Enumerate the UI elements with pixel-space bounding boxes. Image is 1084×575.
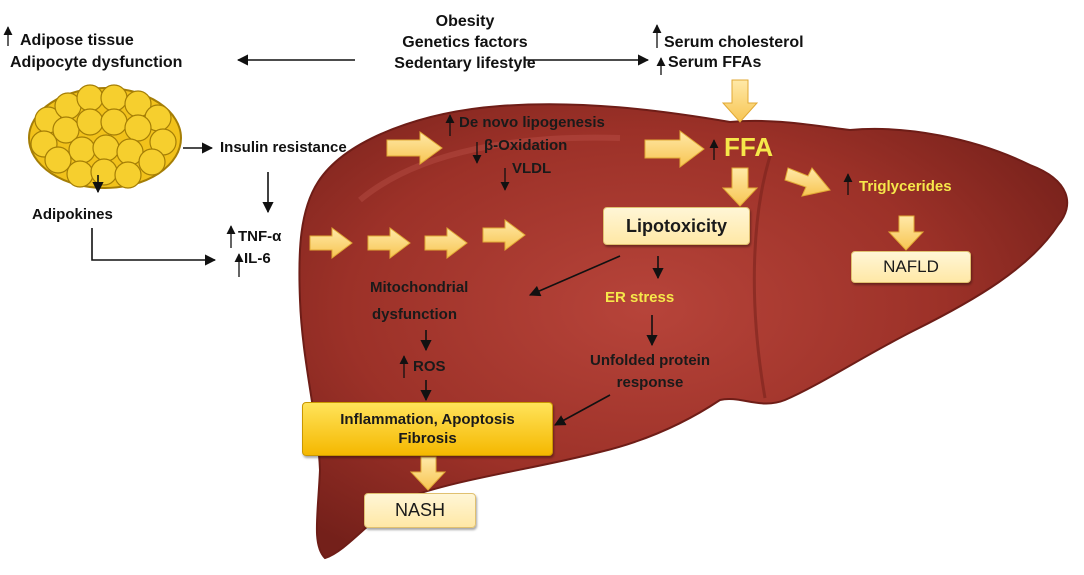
arrow-lipotox-to-mito	[528, 255, 621, 297]
block-arrow-ffa-to-lipotox	[721, 167, 759, 207]
lipotoxicity-box: Lipotoxicity	[603, 207, 750, 245]
inflammation-label-1: Inflammation, Apoptosis	[340, 410, 515, 428]
label-serum-ffas: Serum FFAs	[668, 54, 762, 71]
label-adipose-tissue: Adipose tissue	[20, 32, 134, 49]
label-de-novo-lipogenesis: De novo lipogenesis	[459, 114, 605, 131]
nafld-label: NAFLD	[883, 257, 939, 276]
label-tnf-alpha: TNF-α	[238, 228, 282, 245]
label-response: response	[616, 374, 684, 391]
block-arrow-serum-to-ffa	[721, 79, 759, 123]
block-arrow-tnf-3	[424, 227, 468, 259]
label-triglycerides: Triglycerides	[859, 178, 952, 195]
label-sedentary: Sedentary lifestyle	[394, 55, 536, 72]
block-arrow-to-ffa	[644, 130, 705, 168]
label-genetics: Genetics factors	[402, 34, 528, 51]
label-er-stress: ER stress	[605, 289, 675, 306]
arrow-upr-to-inflam	[554, 394, 611, 426]
label-beta-oxidation: β-Oxidation	[484, 137, 568, 154]
inflammation-label-2: Fibrosis	[398, 430, 457, 447]
label-dysfunction: dysfunction	[372, 306, 457, 323]
block-arrow-tnf-1	[309, 227, 353, 259]
nash-label: NASH	[394, 500, 445, 520]
label-serum-cholesterol: Serum cholesterol	[664, 34, 804, 51]
inflammation-box: Inflammation, Apoptosis Fibrosis	[302, 402, 553, 456]
arrow-adipokines-to-il6	[91, 228, 217, 266]
label-adipocyte-dysfunction: Adipocyte dysfunction	[10, 54, 183, 71]
block-arrow-inflam-to-nash	[409, 456, 447, 491]
label-vldl: VLDL	[512, 160, 552, 177]
block-arrow-tnf-4	[482, 219, 526, 251]
label-ffa: FFA	[724, 132, 774, 162]
block-arrow-insulin-to-liver	[386, 131, 443, 165]
lipotoxicity-label: Lipotoxicity	[625, 215, 727, 236]
block-arrow-tnf-2	[367, 227, 411, 259]
label-insulin-resistance: Insulin resistance	[220, 139, 347, 156]
label-unfolded-protein: Unfolded protein	[590, 352, 710, 369]
block-arrow-ffa-to-trig	[784, 167, 831, 197]
label-mitochondrial: Mitochondrial	[370, 279, 469, 296]
label-il6: IL-6	[244, 250, 271, 267]
label-obesity: Obesity	[435, 13, 495, 30]
liver-lobe-fissure	[752, 149, 774, 399]
nafld-box: NAFLD	[851, 251, 971, 283]
label-ros: ROS	[413, 358, 446, 375]
liver-shape	[298, 103, 1069, 560]
block-arrow-trig-to-nafld	[887, 215, 925, 251]
liver-highlight	[358, 134, 621, 203]
label-adipokines: Adipokines	[32, 206, 113, 223]
adipose-tissue-icon	[28, 84, 182, 189]
nash-box: NASH	[364, 493, 476, 528]
